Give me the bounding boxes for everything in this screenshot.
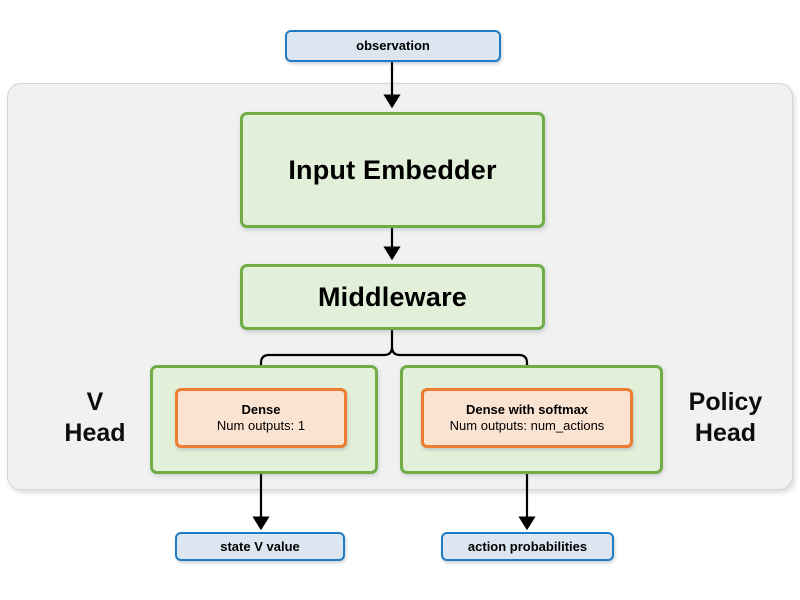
- node-observation[interactable]: observation: [285, 30, 501, 62]
- node-action-probabilities-label: action probabilities: [467, 538, 588, 554]
- label-v-head-line2: Head: [64, 419, 126, 447]
- label-policy-head-line1: Policy: [688, 387, 763, 416]
- node-middleware-label: Middleware: [317, 281, 468, 312]
- label-v-head-line1: V: [86, 387, 104, 416]
- node-policy-head-dense-title: Dense with softmax: [465, 402, 589, 418]
- label-v-head: V Head: [40, 383, 150, 453]
- node-state-v-value[interactable]: state V value: [175, 532, 345, 561]
- node-input-embedder-label: Input Embedder: [288, 154, 497, 185]
- node-middleware[interactable]: Middleware: [240, 264, 545, 330]
- node-state-v-value-label: state V value: [220, 538, 300, 554]
- node-v-head-dense-subtitle: Num outputs: 1: [216, 418, 306, 433]
- node-policy-head-dense[interactable]: Dense with softmax Num outputs: num_acti…: [421, 388, 633, 448]
- node-v-head-dense[interactable]: Dense Num outputs: 1: [175, 388, 347, 448]
- node-policy-head-dense-subtitle: Num outputs: num_actions: [449, 418, 605, 433]
- label-policy-head: Policy Head: [663, 383, 788, 453]
- node-action-probabilities[interactable]: action probabilities: [441, 532, 614, 561]
- node-observation-label: observation: [356, 38, 430, 54]
- node-v-head-dense-title: Dense: [241, 402, 281, 418]
- node-input-embedder[interactable]: Input Embedder: [240, 112, 545, 228]
- label-policy-head-line2: Head: [694, 419, 757, 447]
